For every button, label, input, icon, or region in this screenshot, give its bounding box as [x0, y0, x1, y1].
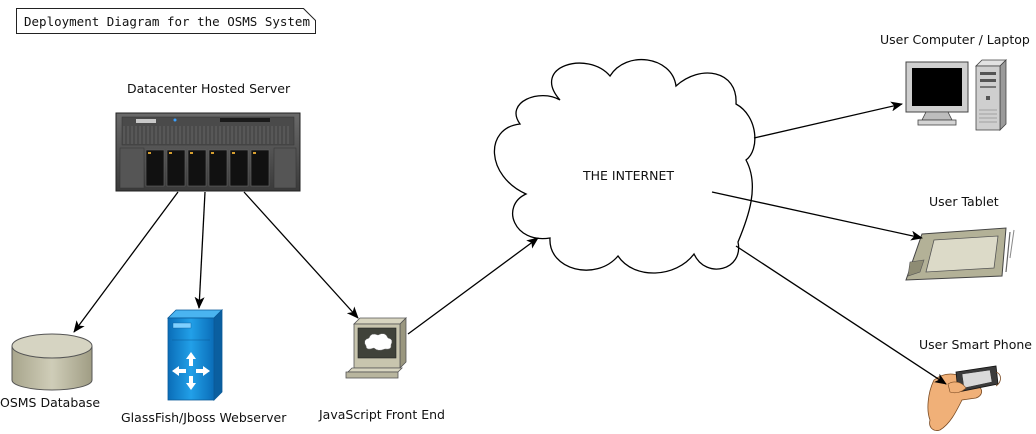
arrow-server-to-database — [73, 191, 179, 333]
arrow-server-to-webserver — [194, 191, 206, 309]
frontend-terminal-icon — [345, 317, 407, 379]
database-cylinder-icon — [11, 333, 93, 391]
internet-cloud-icon — [493, 58, 756, 274]
phone-label: User Smart Phone — [919, 337, 1032, 352]
database-label: OSMS Database — [0, 395, 101, 410]
arrow-internet-to-computer — [753, 101, 903, 139]
computer-label: User Computer / Laptop — [880, 32, 1030, 47]
arrow-frontend-to-internet — [407, 237, 539, 335]
webserver-label: GlassFish/Jboss Webserver — [121, 410, 287, 425]
frontend-label: JavaScript Front End — [319, 407, 445, 422]
diagram-title: Deployment Diagram for the OSMS System — [24, 14, 310, 29]
tablet-icon — [905, 227, 1015, 281]
arrow-internet-to-phone — [735, 245, 947, 385]
diagram-title-box: Deployment Diagram for the OSMS System — [16, 8, 316, 34]
arrow-internet-to-tablet — [711, 191, 923, 241]
internet-label: THE INTERNET — [583, 168, 675, 183]
note-corner-icon — [303, 8, 316, 21]
desktop-computer-icon — [905, 59, 1007, 131]
server-label: Datacenter Hosted Server — [127, 81, 291, 96]
arrow-server-to-frontend — [243, 191, 359, 319]
webserver-switch-icon — [167, 309, 223, 401]
smartphone-hand-icon — [927, 365, 1001, 431]
server-rack-icon — [115, 112, 301, 192]
tablet-label: User Tablet — [929, 194, 999, 209]
